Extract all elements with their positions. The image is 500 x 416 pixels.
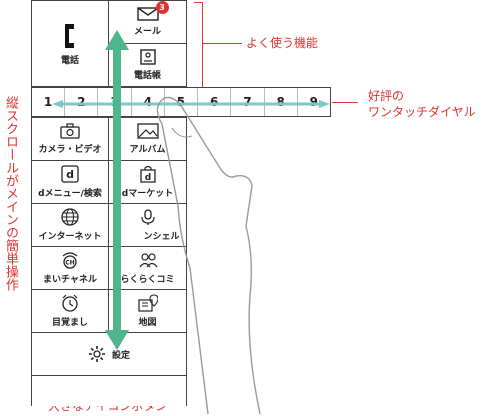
map-button[interactable]: 地図 — [108, 289, 187, 333]
phone-label: 電話 — [60, 55, 79, 66]
svg-text:CH: CH — [65, 260, 74, 267]
phonebook-button[interactable]: 電話帳 — [108, 43, 187, 87]
concierge-icon — [139, 208, 157, 226]
community-button[interactable]: らくらくコミ — [108, 246, 187, 290]
album-label: アルバム — [129, 145, 166, 155]
phone-icon — [62, 22, 78, 50]
speed-dial-key[interactable]: 7 — [231, 88, 265, 116]
speed-dial-key[interactable]: 4 — [132, 88, 165, 116]
phonebook-label: 電話帳 — [133, 71, 161, 81]
speed-dial-key[interactable]: 8 — [265, 88, 298, 116]
map-label: 地図 — [138, 318, 157, 328]
mail-badge: 3 — [155, 1, 169, 14]
phone-button[interactable]: 電話 — [31, 0, 109, 87]
favorites-leader — [202, 43, 242, 44]
speed-dial-row: 1 2 3 4 5 6 7 8 9 — [31, 87, 331, 117]
alarm-icon — [61, 294, 79, 312]
dmenu-label: dメニュー/検索 — [38, 189, 102, 199]
dmarket-icon: d — [139, 165, 157, 183]
dmenu-icon: d — [61, 165, 79, 183]
phonebook-icon — [139, 49, 156, 65]
dmenu-button[interactable]: d dメニュー/検索 — [31, 160, 109, 204]
phone-screen: 電話 3 メール 電話帳 カメラ・ビデオ アルバム d dメニュー/検索 — [31, 0, 187, 406]
alarm-button[interactable]: 目覚まし — [31, 289, 109, 333]
speed-dial-key[interactable]: 2 — [65, 88, 99, 116]
svg-text:d: d — [144, 173, 150, 183]
gear-icon — [88, 345, 106, 363]
concierge-label: ンシェル — [143, 232, 180, 242]
hand-illustration — [156, 96, 261, 415]
map-icon — [137, 294, 158, 312]
camera-button[interactable]: カメラ・ビデオ — [31, 117, 109, 161]
speed-dial-key[interactable]: 6 — [198, 88, 232, 116]
community-label: らくらくコミ — [120, 275, 175, 285]
settings-button[interactable]: 設定 — [31, 332, 187, 376]
alarm-label: 目覚まし — [51, 318, 88, 328]
mail-label: メール — [133, 27, 161, 37]
concierge-button[interactable]: ンシェル — [108, 203, 187, 247]
dmarket-label: dマーケット — [121, 189, 174, 199]
community-icon — [138, 251, 158, 269]
mail-icon: 3 — [136, 1, 169, 21]
svg-text:d: d — [66, 168, 74, 181]
speed-dial-annotation-line1: 好評の — [368, 89, 405, 103]
next-row-stub — [31, 375, 187, 406]
album-icon — [136, 123, 159, 139]
globe-icon — [61, 208, 79, 226]
camera-label: カメラ・ビデオ — [38, 145, 102, 155]
camera-icon — [60, 123, 80, 139]
settings-label: 設定 — [111, 350, 130, 361]
speed-dial-key[interactable]: 1 — [32, 88, 66, 116]
vertical-scroll-arrow — [105, 30, 129, 350]
vertical-scroll-annotation: 縦スクロールがメインの簡単操作 — [3, 96, 18, 291]
album-button[interactable]: アルバム — [108, 117, 187, 161]
channel-icon: CH — [60, 251, 80, 269]
channel-label: まいチャネル — [43, 275, 97, 285]
favorites-bracket — [194, 2, 203, 88]
channel-button[interactable]: CH まいチャネル — [31, 246, 109, 290]
speed-dial-leader — [332, 102, 358, 103]
speed-dial-key[interactable]: 9 — [309, 95, 319, 109]
favorites-annotation: よく使う機能 — [246, 36, 319, 50]
speed-dial-key[interactable]: 5 — [165, 88, 199, 116]
speed-dial-annotation-line2: ワンタッチダイヤル — [368, 105, 476, 119]
internet-label: インターネット — [38, 232, 102, 242]
horizontal-swipe-arrow — [52, 100, 330, 108]
internet-button[interactable]: インターネット — [31, 203, 109, 247]
